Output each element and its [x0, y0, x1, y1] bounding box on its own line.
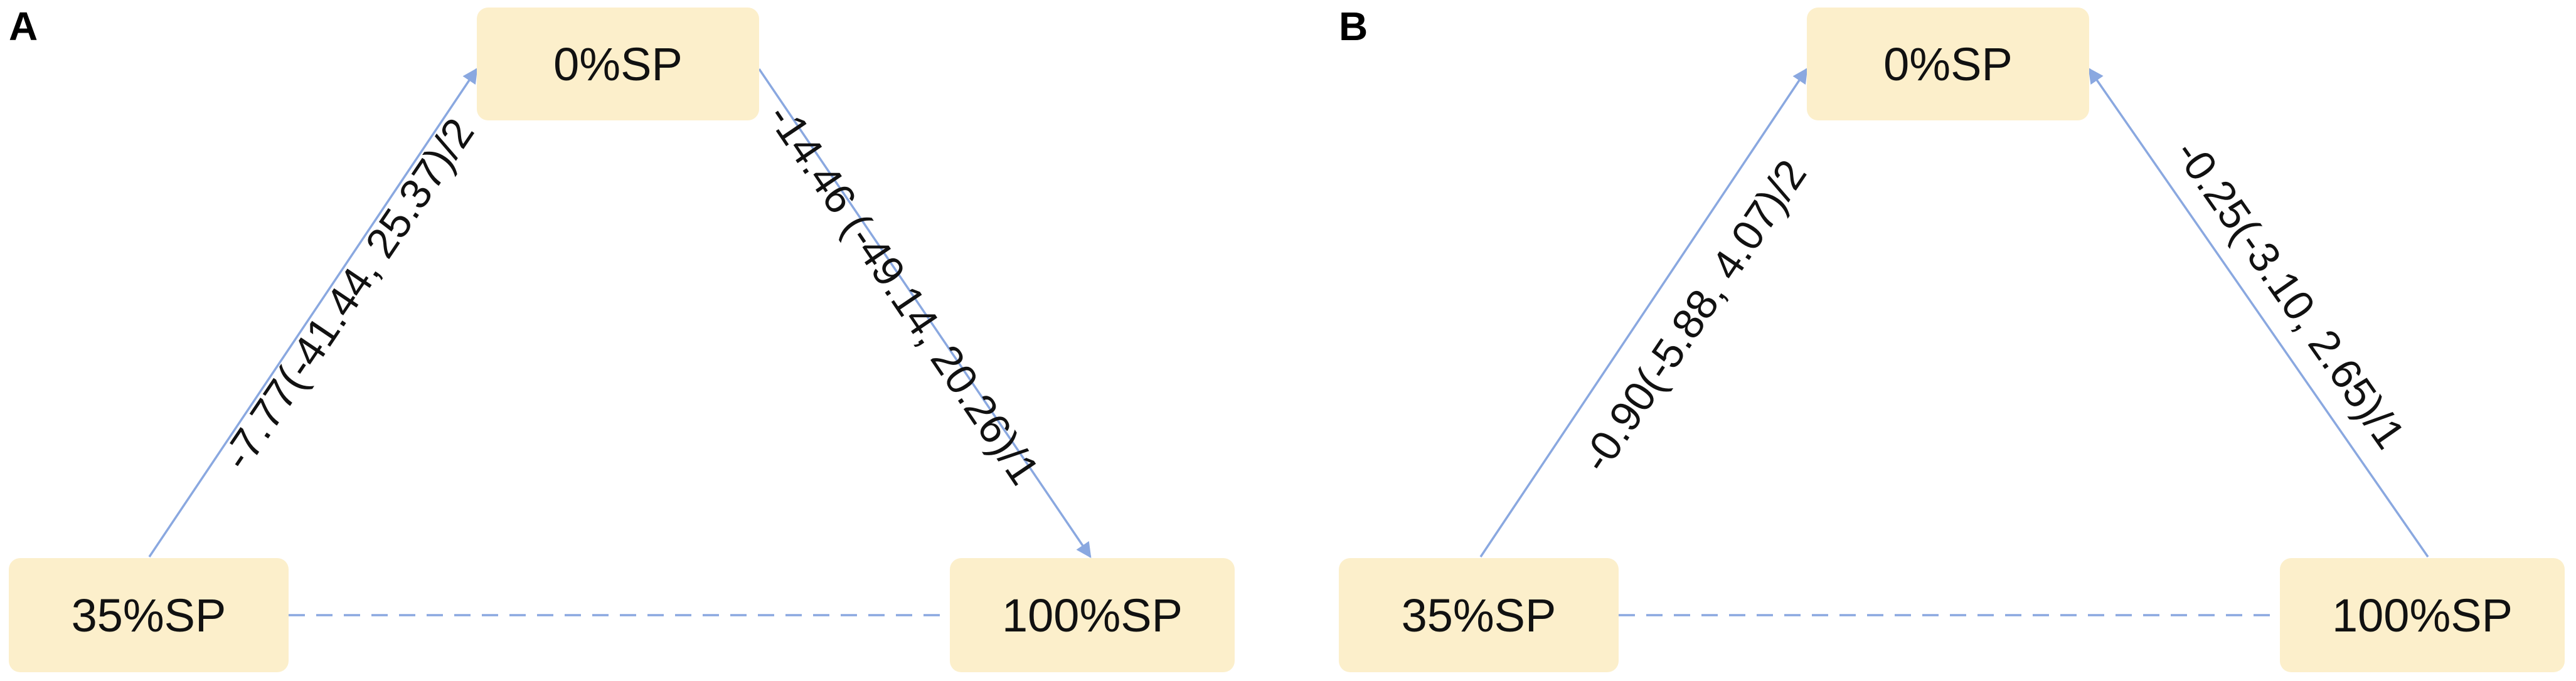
node-35sp: 35%SP	[9, 558, 289, 672]
edge-35-to-0	[1479, 67, 1808, 557]
panel-letter-a: A	[9, 4, 38, 49]
panel-a: A 0%SP 35%SP 100%SP -7.77(-41.44, 25.37)…	[9, 4, 1235, 672]
node-100sp: 100%SP	[2280, 558, 2565, 672]
panel-b: B 0%SP 35%SP 100%SP -0.90(-5.88, 4.07)/2…	[1330, 0, 2576, 681]
edge-35-to-0	[148, 67, 478, 557]
panel-b-edges	[1479, 67, 2429, 616]
node-0sp: 0%SP	[1807, 8, 2089, 120]
node-0sp: 0%SP	[477, 8, 759, 120]
panel-a-edges	[148, 67, 1092, 616]
edge-100-to-0	[2088, 67, 2429, 557]
node-100sp: 100%SP	[950, 558, 1235, 672]
edge-0-to-100	[758, 68, 1092, 559]
node-35sp: 35%SP	[1339, 558, 1619, 672]
panel-letter-b: B	[1339, 4, 1368, 49]
